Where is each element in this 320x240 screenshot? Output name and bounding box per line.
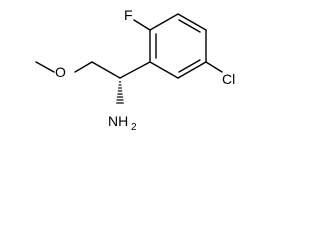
chemical-structure: F Cl O NH 2 bbox=[35, 7, 235, 133]
bond-chiral-carbon-ch2 bbox=[91, 61, 121, 79]
ring-bond-bottom-left bbox=[149, 61, 179, 79]
benzene-ring bbox=[149, 13, 207, 79]
fluorine-atom-label: F bbox=[124, 7, 133, 23]
bond-ch2-oxygen bbox=[74, 61, 93, 73]
bond-ring-fluorine bbox=[133, 19, 151, 31]
ring-double-bond-top-right bbox=[178, 19, 201, 33]
ring-bond-top bbox=[149, 13, 179, 31]
ring-bond-bottom-right bbox=[177, 61, 207, 79]
bond-oxygen-methyl bbox=[35, 61, 55, 73]
bond-ring-chiral-carbon bbox=[119, 61, 151, 79]
substituent-bonds bbox=[35, 19, 223, 79]
ring-bond-top-right bbox=[177, 13, 207, 31]
amine-subscript-label: 2 bbox=[131, 122, 137, 133]
bond-ring-chlorine bbox=[205, 61, 223, 73]
hashed-wedge-bond bbox=[116, 81, 124, 104]
oxygen-atom-label: O bbox=[55, 64, 66, 80]
chlorine-atom-label: Cl bbox=[222, 71, 235, 87]
ring-double-bond-bottom-right bbox=[178, 59, 201, 73]
amine-atom-label: NH bbox=[108, 113, 128, 129]
